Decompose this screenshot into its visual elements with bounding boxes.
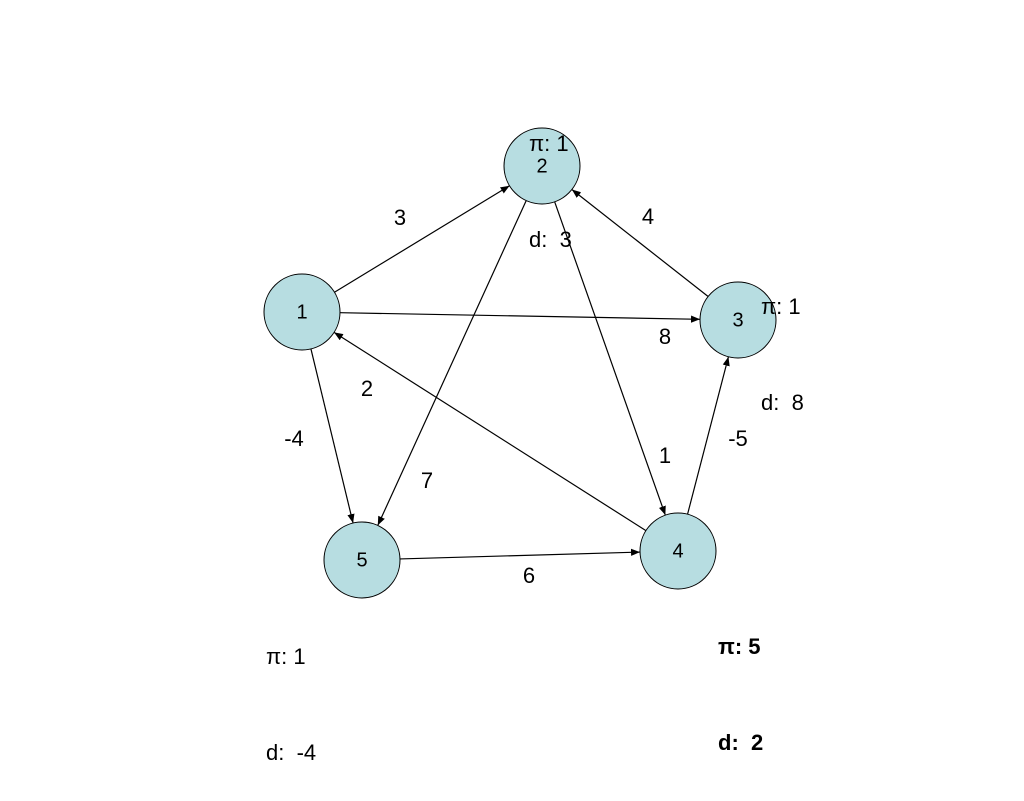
node-5-circle bbox=[323, 521, 401, 599]
node-1: 1 bbox=[263, 273, 341, 351]
edges-layer bbox=[310, 185, 730, 560]
node-2-d: d: 3 bbox=[529, 227, 572, 252]
edge-4-to-3 bbox=[686, 356, 730, 515]
edge-weight-2-to-4: 1 bbox=[659, 443, 671, 468]
edge-weight-1-to-2: 3 bbox=[394, 205, 406, 230]
node-1-circle bbox=[263, 273, 341, 351]
node-3-circle bbox=[699, 281, 777, 359]
node-2-annotation: π: 1 d: 3 bbox=[529, 64, 572, 288]
node-4-d: d: 2 bbox=[718, 730, 764, 755]
node-2-circle bbox=[503, 127, 581, 205]
edge-weight-3-to-2: 4 bbox=[642, 204, 654, 229]
node-2-label: 2 bbox=[536, 155, 547, 177]
edge-1-to-5 bbox=[310, 348, 355, 524]
edge-weight-5-to-4: 6 bbox=[523, 563, 535, 588]
edge-weights-layer: 3 8 -4 1 7 4 2 -5 6 bbox=[284, 204, 748, 588]
node-1-label: 1 bbox=[296, 301, 307, 323]
node-5-d: d: -4 bbox=[266, 740, 317, 765]
edge-2-to-5 bbox=[377, 200, 527, 526]
node-5-label: 5 bbox=[356, 549, 367, 571]
node-5: 5 bbox=[323, 521, 401, 599]
node-4-label: 4 bbox=[672, 540, 683, 562]
node-3-label: 3 bbox=[732, 309, 743, 331]
edge-1-to-2 bbox=[334, 185, 510, 293]
edge-5-to-4 bbox=[399, 548, 641, 560]
node-4: 4 bbox=[639, 512, 717, 590]
edge-weight-4-to-1: 2 bbox=[361, 376, 373, 401]
edge-weight-2-to-5: 7 bbox=[421, 468, 433, 493]
node-3-pi: π: 1 bbox=[761, 294, 801, 319]
node-2: 2 bbox=[503, 127, 581, 205]
edge-weight-4-to-3: -5 bbox=[728, 426, 748, 451]
graph-diagram: 3 8 -4 1 7 4 2 -5 6 1 2 3 4 5 bbox=[263, 127, 777, 599]
node-4-pi: π: 5 bbox=[718, 634, 761, 659]
node-3-d: d: 8 bbox=[761, 390, 804, 415]
edge-3-to-2 bbox=[571, 189, 709, 297]
edge-4-to-1 bbox=[333, 331, 647, 532]
edge-2-to-4 bbox=[554, 201, 666, 516]
nodes-layer: 1 2 3 4 5 bbox=[263, 127, 777, 599]
node-5-annotation: π: 1 d: -4 bbox=[266, 577, 316, 801]
node-2-pi: π: 1 bbox=[529, 131, 569, 156]
node-4-circle bbox=[639, 512, 717, 590]
node-4-annotation: π: 5 d: 2 bbox=[718, 567, 763, 791]
edge-weight-1-to-5: -4 bbox=[284, 426, 304, 451]
node-3-annotation: π: 1 d: 8 bbox=[761, 227, 804, 451]
node-3: 3 bbox=[699, 281, 777, 359]
edge-1-to-3 bbox=[339, 312, 701, 323]
node-5-pi: π: 1 bbox=[266, 644, 306, 669]
edge-weight-1-to-3: 8 bbox=[659, 324, 671, 349]
